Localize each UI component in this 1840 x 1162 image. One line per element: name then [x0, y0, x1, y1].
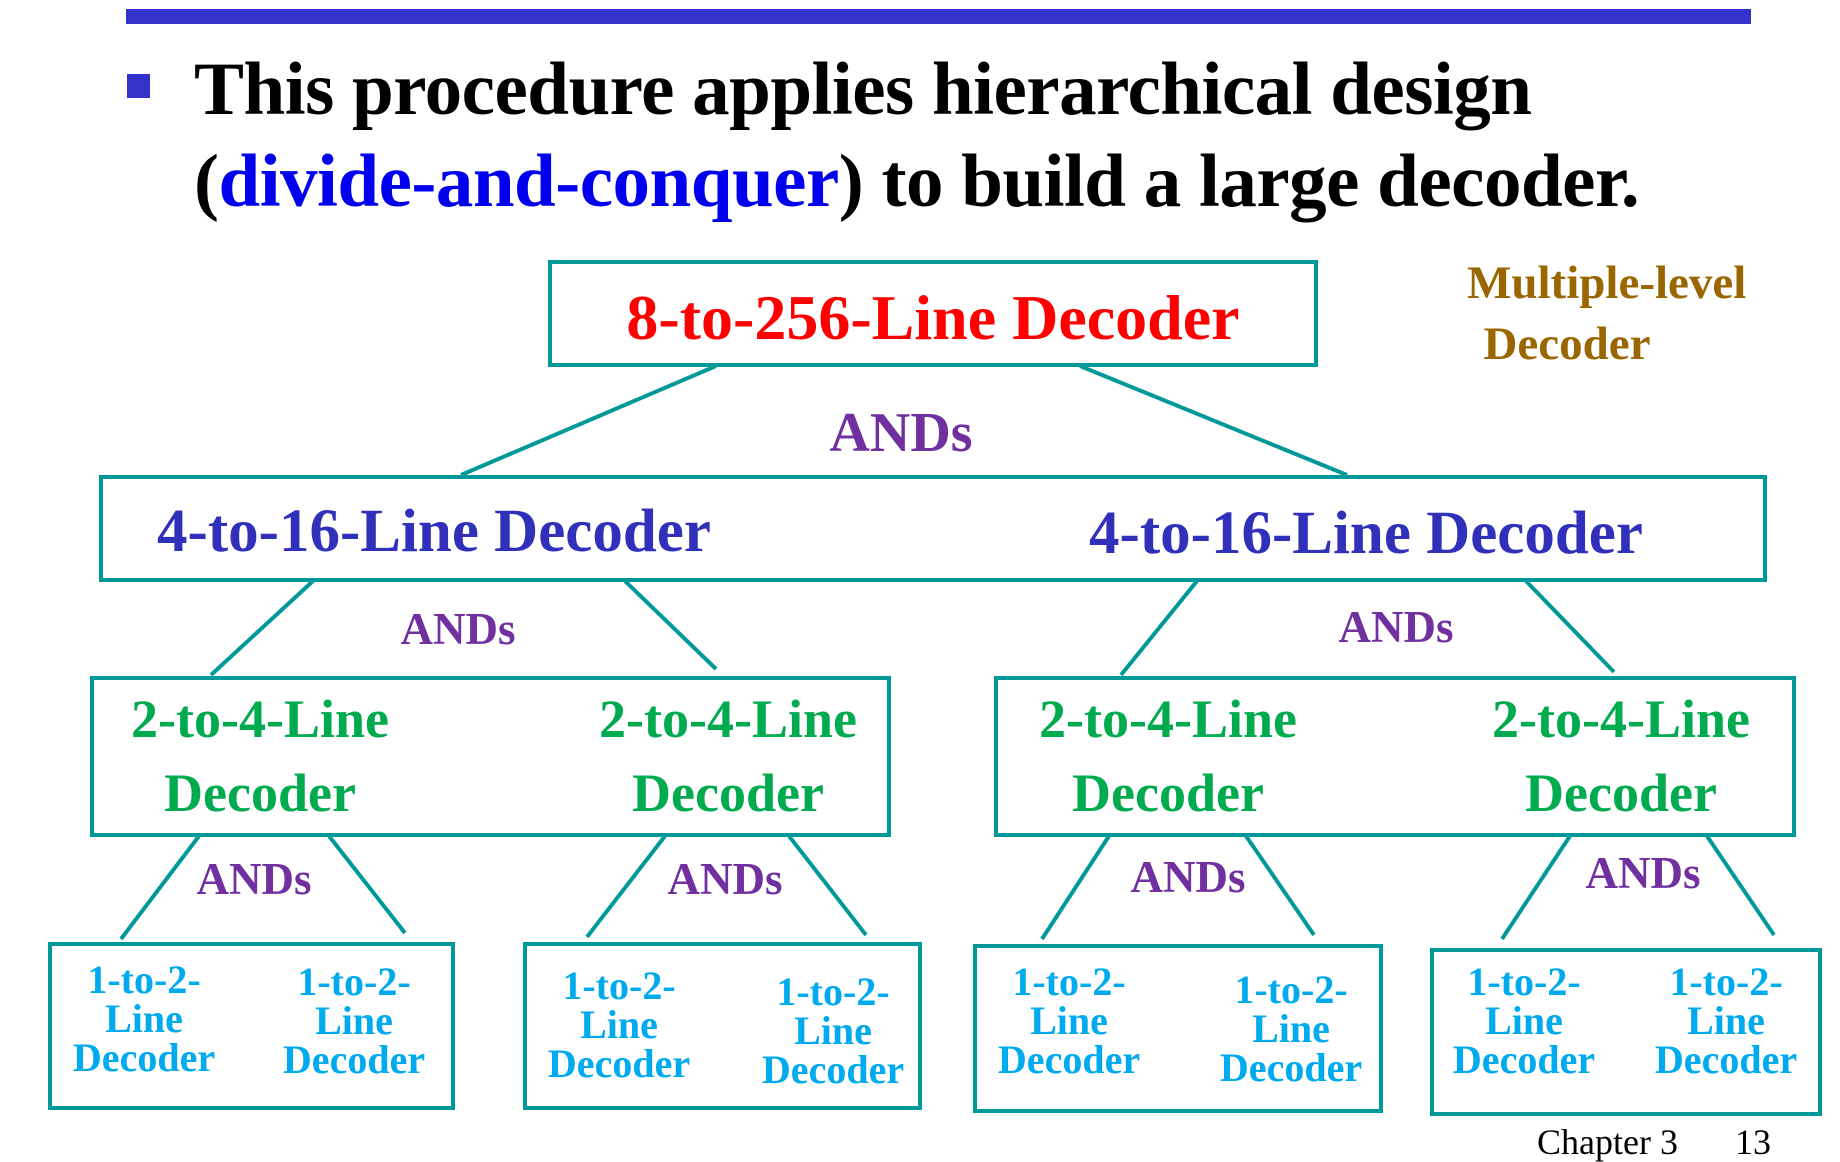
decoder-1-to-2-line2: Line: [105, 996, 183, 1041]
bullet-paren-open: (: [194, 140, 219, 223]
connector-line: [623, 579, 718, 671]
decoder-1-to-2-line2: Line: [1687, 998, 1765, 1043]
ands-label: ANDs: [1585, 848, 1701, 898]
side-note-line-1: Multiple-level: [1467, 257, 1747, 309]
connector-line: [119, 834, 201, 941]
connector-line: [585, 834, 667, 939]
decoder-1-to-2-line1: 1-to-2-: [1012, 959, 1126, 1004]
decoder-2-to-4-label: Decoder: [1072, 763, 1264, 823]
side-note-line-2: Decoder: [1483, 318, 1651, 370]
bullet-text-part2: ) to build a large decoder.: [838, 140, 1640, 223]
bullet-text-line-2: (divide-and-conquer) to build a large de…: [194, 144, 1640, 219]
connector-line: [209, 579, 315, 677]
connector-line: [1705, 834, 1776, 937]
footer-page-number: 13: [1735, 1122, 1771, 1162]
decoder-2-to-4-label: Decoder: [632, 763, 824, 823]
decoder-1-to-2-line1: 1-to-2-: [1234, 967, 1348, 1012]
decoder-2-to-4-label: 2-to-4-Line: [131, 689, 389, 749]
decoder-1-to-2-line3: Decoder: [1219, 1045, 1363, 1090]
bullet-text-line-1: This procedure applies hierarchical desi…: [194, 52, 1532, 127]
connector-line: [1244, 834, 1316, 937]
decoder-2-to-4-label: 2-to-4-Line: [599, 689, 857, 749]
decoder-1-to-2-line1: 1-to-2-: [1669, 959, 1783, 1004]
connector-line: [460, 364, 717, 477]
decoder-4-to-16-right-label: 4-to-16-Line Decoder: [1089, 500, 1643, 567]
bullet-highlight-term: divide-and-conquer: [218, 140, 839, 223]
decoder-2-to-4-label: Decoder: [164, 763, 356, 823]
decoder-1-to-2-line3: Decoder: [761, 1047, 905, 1092]
decoder-1-to-2-line2: Line: [1252, 1006, 1330, 1051]
decoder-1-to-2-line3: Decoder: [282, 1037, 426, 1082]
connector-line: [1040, 834, 1111, 941]
decoder-8-to-256-label: 8-to-256-Line Decoder: [626, 282, 1240, 353]
decoder-8-to-256-box: 8-to-256-Line Decoder: [548, 260, 1318, 367]
connector-line: [327, 834, 407, 935]
connector-line: [1119, 579, 1199, 677]
decoder-1-to-2-line2: Line: [794, 1008, 872, 1053]
level3-left-container-box: 2-to-4-Line Decoder 2-to-4-Line Decoder: [90, 676, 891, 837]
decoder-1-to-2-line3: Decoder: [547, 1041, 691, 1086]
decoder-1-to-2-line2: Line: [315, 998, 393, 1043]
connector-line: [1500, 834, 1572, 941]
decoder-1-to-2-line1: 1-to-2-: [297, 959, 411, 1004]
decoder-1-to-2-line1: 1-to-2-: [776, 969, 890, 1014]
connector-line: [1079, 364, 1348, 477]
decoder-2-to-4-label: 2-to-4-Line: [1492, 689, 1750, 749]
bullet-square-icon: [127, 74, 150, 98]
ands-label: ANDs: [829, 402, 973, 464]
level2-container-box: 4-to-16-Line Decoder 4-to-16-Line Decode…: [99, 475, 1767, 582]
level3-right-container-box: 2-to-4-Line Decoder 2-to-4-Line Decoder: [994, 676, 1796, 837]
ands-label: ANDs: [196, 854, 312, 904]
ands-label: ANDs: [1130, 852, 1246, 902]
connector-line: [787, 834, 868, 937]
decoder-1-to-2-line3: Decoder: [1654, 1037, 1798, 1082]
ands-label: ANDs: [1338, 602, 1454, 652]
decoder-2-to-4-label: 2-to-4-Line: [1039, 689, 1297, 749]
ands-label: ANDs: [667, 854, 783, 904]
decoder-1-to-2-line2: Line: [1030, 998, 1108, 1043]
bullet-text-part1: This procedure applies hierarchical desi…: [194, 48, 1532, 131]
footer-chapter: Chapter 3: [1537, 1122, 1678, 1162]
connector-line: [1524, 579, 1616, 674]
decoder-1-to-2-line3: Decoder: [997, 1037, 1141, 1082]
decoder-1-to-2-line1: 1-to-2-: [562, 963, 676, 1008]
decoder-1-to-2-line3: Decoder: [72, 1035, 216, 1080]
title-accent-bar: [126, 9, 1751, 24]
decoder-2-to-4-label: Decoder: [1525, 763, 1717, 823]
decoder-1-to-2-line2: Line: [580, 1002, 658, 1047]
decoder-1-to-2-line3: Decoder: [1452, 1037, 1596, 1082]
decoder-1-to-2-line1: 1-to-2-: [1467, 959, 1581, 1004]
decoder-4-to-16-left-label: 4-to-16-Line Decoder: [157, 498, 711, 565]
decoder-1-to-2-line1: 1-to-2-: [87, 957, 201, 1002]
ands-label: ANDs: [400, 604, 516, 654]
decoder-1-to-2-line2: Line: [1485, 998, 1563, 1043]
